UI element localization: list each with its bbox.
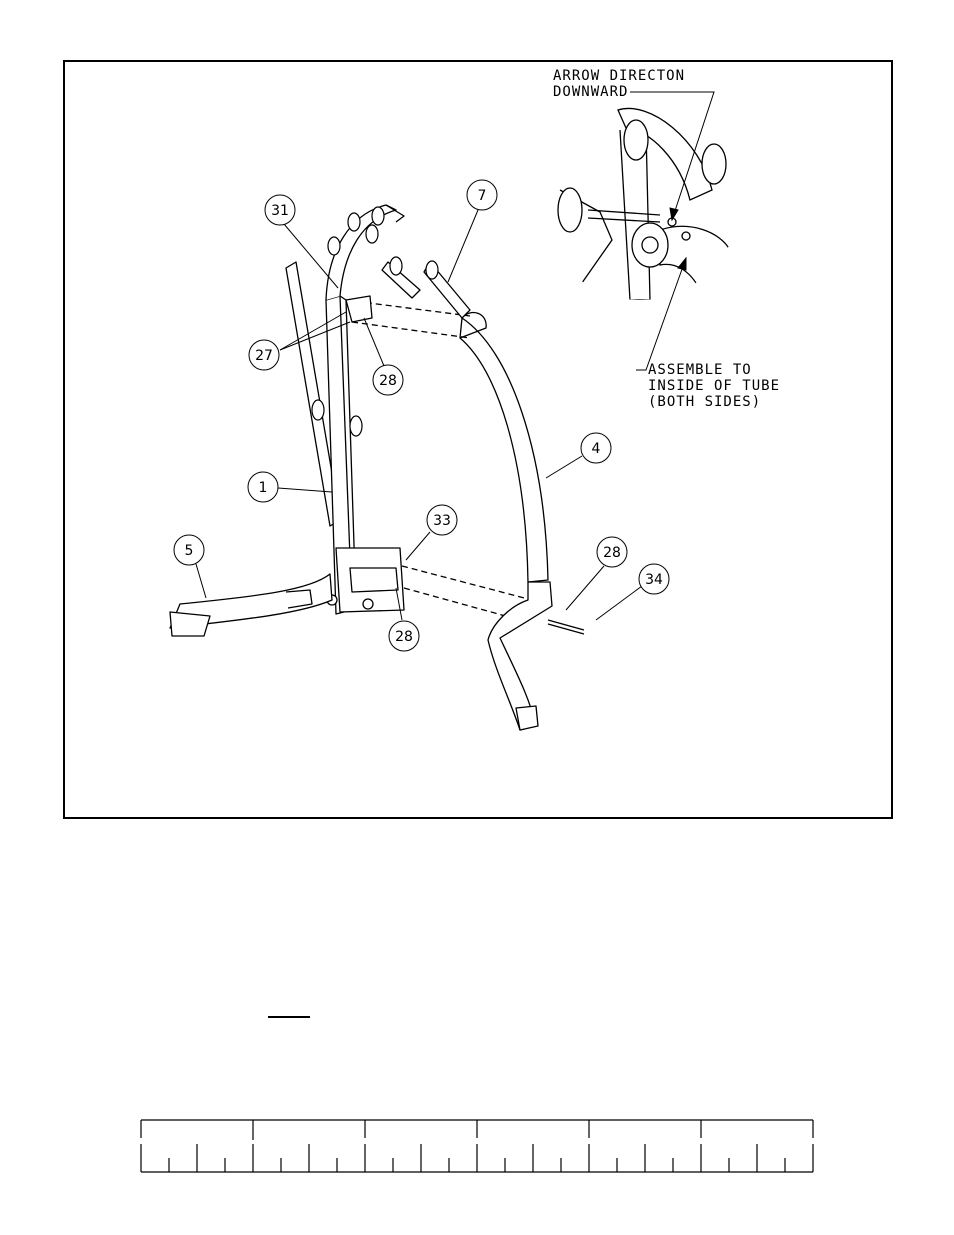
callout-28-upper: 28 bbox=[379, 373, 397, 389]
note-assemble-line3: (BOTH SIDES) bbox=[648, 394, 761, 410]
callout-labels: 31 7 27 28 4 1 33 5 28 28 34 bbox=[185, 188, 663, 645]
callout-28-right: 28 bbox=[603, 545, 621, 561]
rack-drawing bbox=[170, 205, 584, 730]
note-arrow-line1: ARROW DIRECTON bbox=[553, 68, 685, 84]
ruler bbox=[141, 1120, 813, 1172]
callout-5: 5 bbox=[185, 543, 194, 559]
callout-27: 27 bbox=[255, 348, 273, 364]
diagram-border bbox=[64, 61, 892, 818]
callout-4: 4 bbox=[592, 441, 601, 457]
callout-34: 34 bbox=[645, 572, 663, 588]
callout-1: 1 bbox=[259, 480, 268, 496]
note-assemble-line2: INSIDE OF TUBE bbox=[648, 378, 780, 394]
detail-inset bbox=[540, 100, 740, 300]
note-arrow-line2: DOWNWARD bbox=[553, 84, 628, 100]
underline-mark bbox=[268, 1016, 310, 1018]
callouts bbox=[174, 92, 714, 651]
callout-7: 7 bbox=[478, 188, 487, 204]
callout-33: 33 bbox=[433, 513, 451, 529]
callout-28-lower: 28 bbox=[395, 629, 413, 645]
callout-31: 31 bbox=[271, 203, 289, 219]
note-assemble-line1: ASSEMBLE TO bbox=[648, 362, 752, 378]
